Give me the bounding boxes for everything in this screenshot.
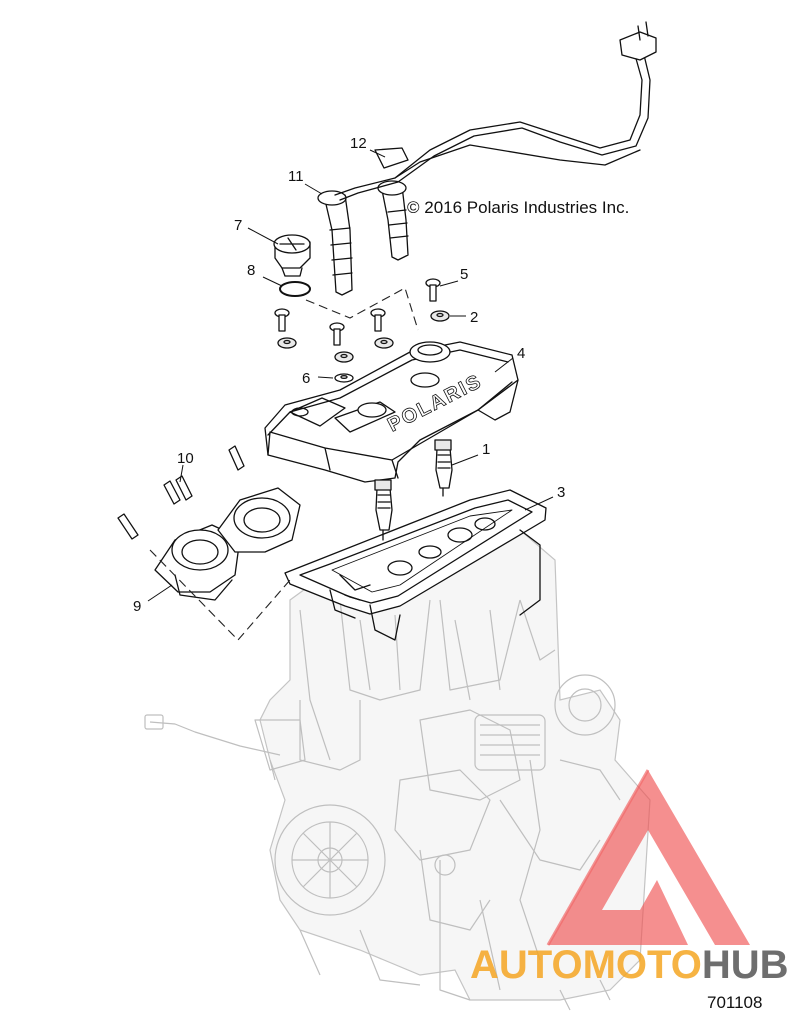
callout-12: 12	[350, 135, 367, 152]
oil-cap-o-ring	[279, 281, 311, 297]
cover-bolts	[274, 278, 441, 346]
callout-leaders	[147, 149, 554, 602]
callout-7: 7	[234, 217, 242, 234]
engine-block-ghost	[144, 529, 651, 1011]
callout-labels: 1 2 3 4 5 6 7 8 9 10 11 12	[133, 135, 565, 615]
callout-10: 10	[177, 450, 194, 467]
figure-number: 701108	[707, 993, 762, 1012]
ignition-coils	[317, 180, 409, 296]
svg-text:AUTOMOTOHUB: AUTOMOTOHUB	[470, 943, 789, 987]
assembly-dashed-lines	[149, 287, 419, 641]
callout-8: 8	[247, 262, 255, 279]
valve-cover-gasket	[284, 489, 547, 641]
callout-5: 5	[460, 266, 468, 283]
automotohub-watermark: AUTOMOTOHUB	[470, 769, 789, 987]
spark-plug-1	[374, 479, 393, 541]
intake-bolts	[117, 445, 245, 540]
spark-plug-2	[434, 439, 453, 497]
watermark-triangle-icon	[548, 770, 750, 945]
callout-2: 2	[470, 309, 478, 326]
callout-11: 11	[288, 168, 304, 185]
callout-9: 9	[133, 598, 141, 615]
callout-3: 3	[557, 484, 565, 501]
coil-harness	[334, 21, 657, 201]
copyright-text: © 2016 Polaris Industries Inc.	[407, 198, 629, 217]
oil-fill-cap	[273, 234, 311, 277]
callout-4: 4	[517, 345, 525, 362]
cover-washers	[277, 310, 450, 383]
callout-6: 6	[302, 370, 310, 387]
watermark-auto: AUTO	[470, 943, 583, 987]
callout-1: 1	[482, 441, 490, 458]
watermark-hub: HUB	[702, 943, 789, 987]
valve-cover: POLARIS	[264, 341, 519, 483]
watermark-moto: MOTO	[583, 943, 702, 987]
intake-adapters	[154, 487, 301, 601]
